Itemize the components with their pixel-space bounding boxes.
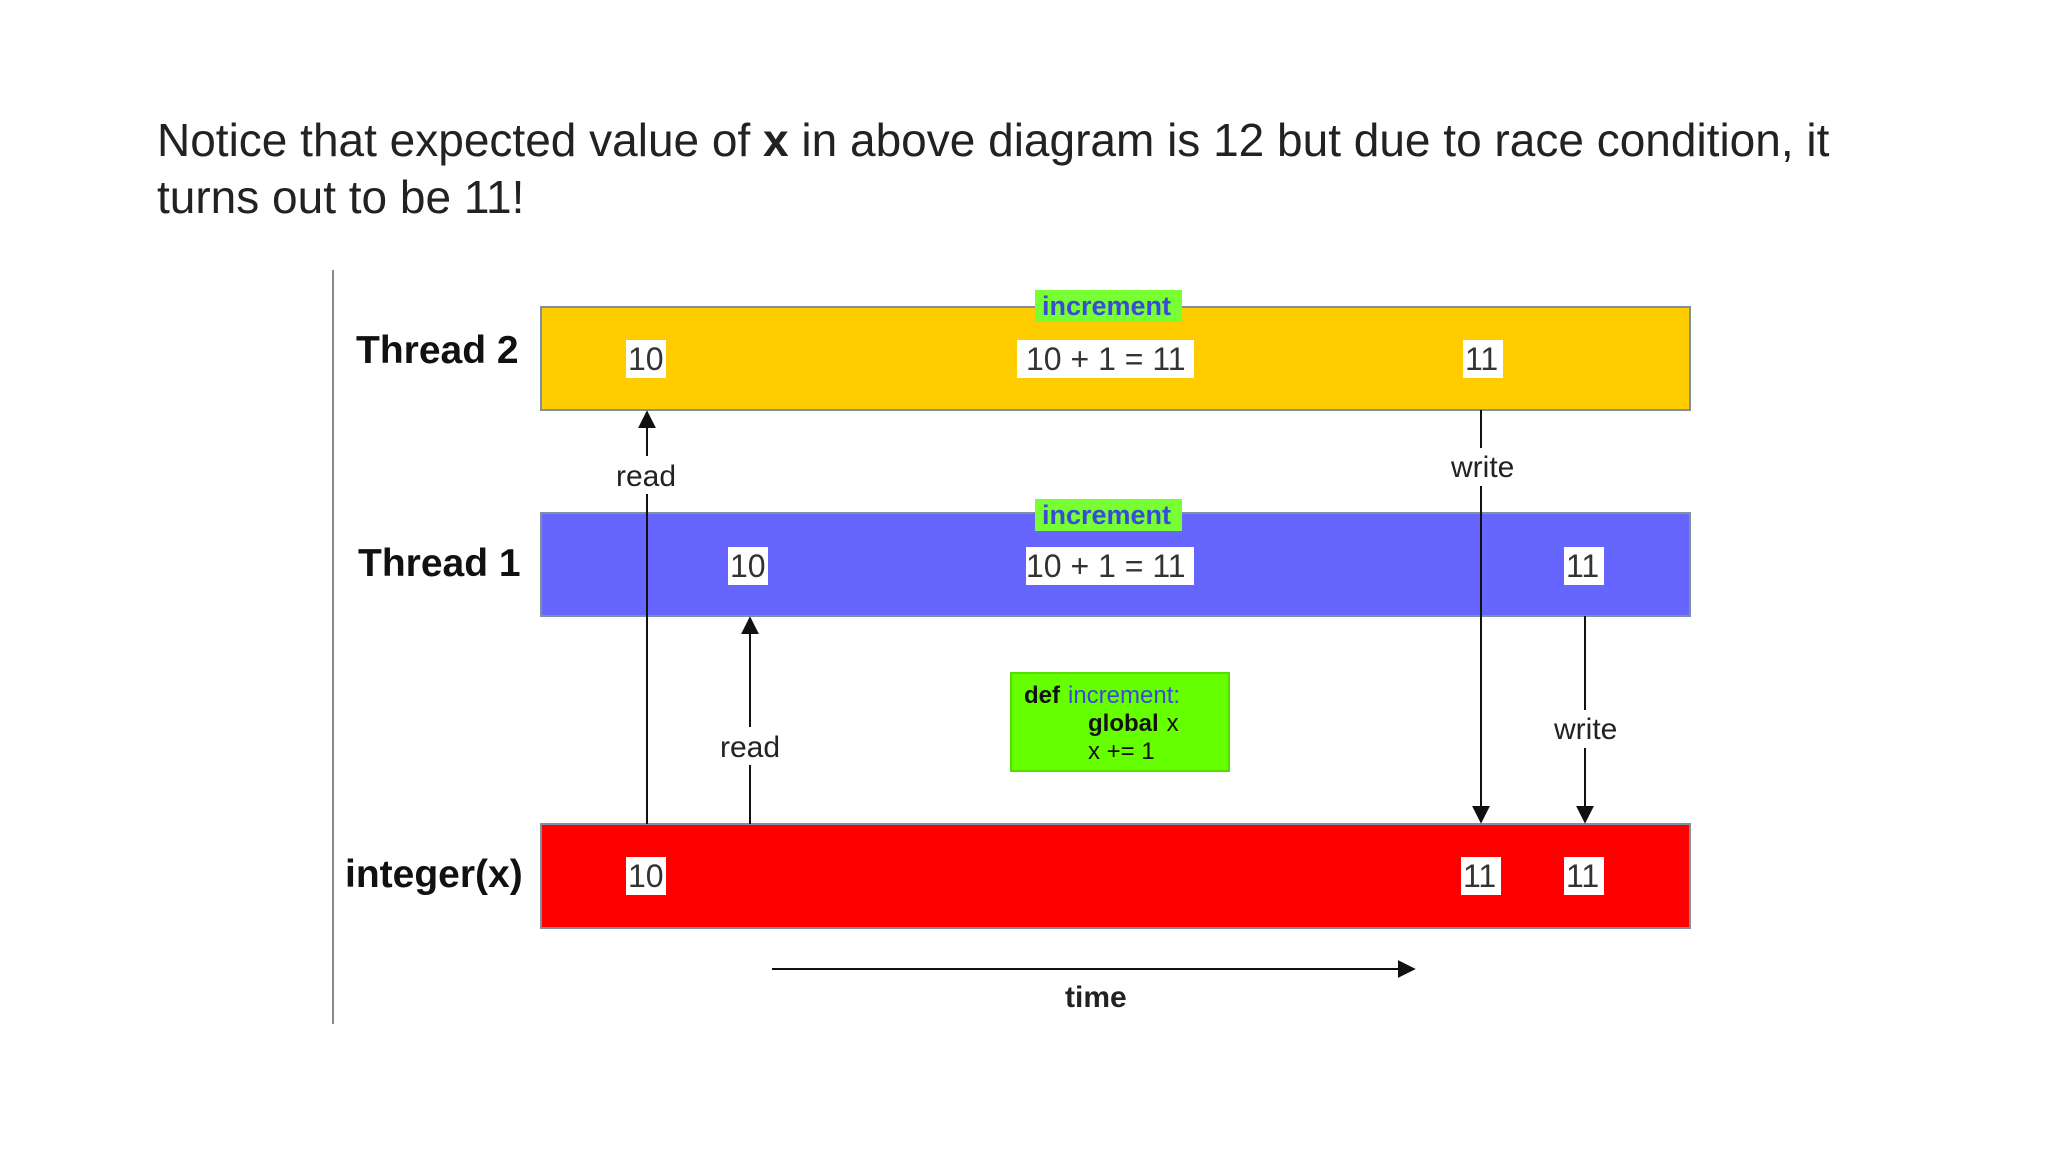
thread2-value-end: 11 [1465, 341, 1498, 377]
thread1-label: Thread 1 [358, 542, 521, 585]
thread1-read-label: read [720, 731, 780, 764]
caption: Notice that expected value of x in above… [157, 112, 1917, 226]
thread1-write-label: write [1553, 713, 1617, 746]
thread1-value-end-bg [1564, 547, 1604, 585]
integer-value-end: 11 [1566, 858, 1599, 894]
time-label: time [1065, 981, 1127, 1014]
code-line-statement: x += 1 [1088, 738, 1155, 765]
thread1-increment-label: increment [1042, 500, 1171, 530]
thread2-write-label: write [1450, 451, 1514, 484]
thread2-increment-tag [1035, 290, 1182, 322]
code-function-name: increment: [1068, 682, 1180, 709]
thread1-expression-bg [1026, 547, 1194, 585]
thread2-read-label: read [616, 460, 676, 493]
code-box [1010, 672, 1230, 772]
thread1-value-start-bg [728, 547, 768, 585]
thread1-increment-tag [1035, 499, 1182, 531]
thread2-increment-label: increment [1042, 291, 1171, 321]
thread2-expression: 10 + 1 = 11 [1026, 341, 1186, 377]
code-def-keyword: def [1024, 682, 1061, 709]
integer-label: integer(x) [345, 853, 523, 896]
thread1-read-label-bg [716, 727, 790, 765]
thread1-write-label-bg [1550, 710, 1628, 748]
integer-value-start: 10 [628, 858, 664, 894]
thread2-write-label-bg [1448, 448, 1526, 486]
thread2-label: Thread 2 [356, 329, 519, 372]
caption-variable: x [763, 114, 789, 166]
caption-before: Notice that expected value of [157, 114, 764, 166]
integer-value-mid-bg [1461, 857, 1501, 895]
integer-value-mid: 11 [1463, 858, 1496, 894]
code-global-keyword: global [1088, 710, 1159, 737]
thread2-value-end-bg [1463, 340, 1503, 378]
integer-band [540, 823, 1691, 929]
thread1-expression: 10 + 1 = 11 [1026, 548, 1186, 584]
thread2-value-start-bg [626, 340, 666, 378]
integer-value-start-bg [626, 857, 666, 895]
code-line-def: def increment: [1024, 682, 1180, 709]
thread1-value-end: 11 [1566, 548, 1599, 584]
caption-after: in above diagram is 12 but due to race c… [157, 114, 1830, 223]
thread2-expression-bg [1017, 340, 1194, 378]
integer-value-end-bg [1564, 857, 1604, 895]
thread2-read-label-bg [612, 456, 686, 494]
thread2-value-start: 10 [628, 341, 664, 377]
thread1-value-start: 10 [730, 548, 766, 584]
code-global-var: x [1167, 710, 1179, 737]
